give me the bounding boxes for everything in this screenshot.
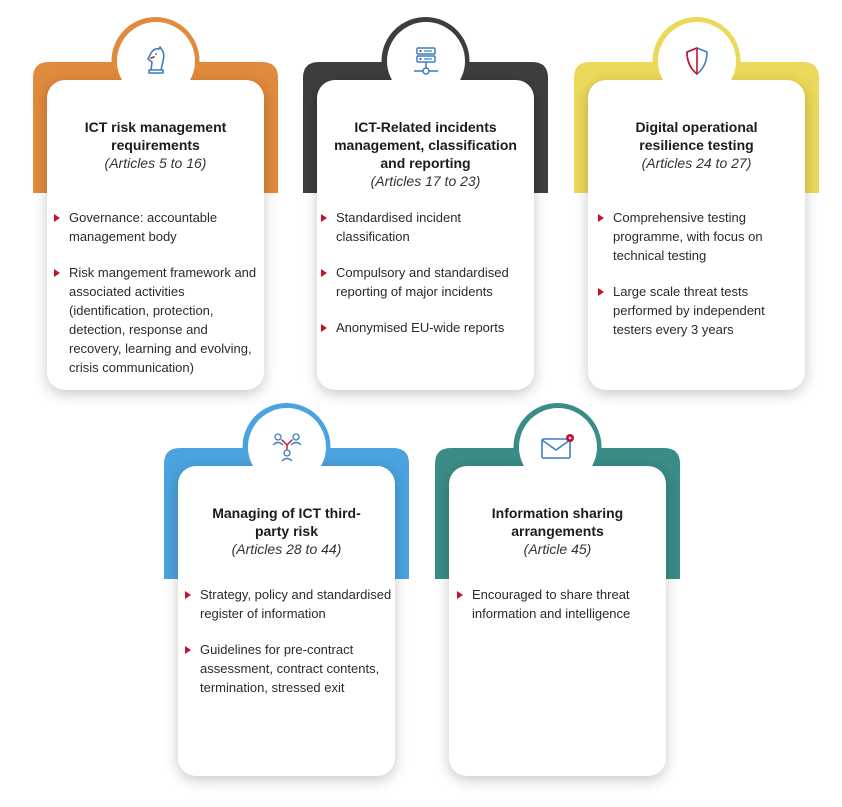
pillar-articles: (Articles 24 to 27) [641,155,752,171]
pillar-articles: (Articles 5 to 16) [104,155,207,171]
pillar-articles: (Articles 17 to 23) [370,173,481,189]
pillar-bullet-list: Strategy, policy and standardised regist… [185,585,395,714]
pillar-card [449,466,666,776]
pillar-title: ICT risk management requirements (Articl… [67,118,244,172]
pillar-title-text: Digital operational resilience testing [635,119,758,153]
people-network-icon [272,433,301,462]
pillar-resilience-testing: Digital operational resilience testing (… [574,17,819,398]
pillar-title: Managing of ICT third-party risk (Articl… [198,504,375,558]
pillar-card [178,466,395,776]
pillar-icon-circle [657,22,736,100]
pillar-title-text: ICT risk management requirements [84,119,227,153]
pillar-title: Information sharing arrangements (Articl… [469,504,646,558]
chess-knight-icon [146,46,165,74]
pillar-ict-risk-management: ICT risk management requirements (Articl… [33,17,278,398]
bullet-item: Governance: accountable management body [54,208,259,246]
bullet-item: Encouraged to share threat information a… [457,585,662,623]
bullet-item: Compulsory and standardised reporting of… [321,263,526,301]
pillar-title-text: ICT-Related incidents management, classi… [334,119,517,171]
pillar-bullet-list: Encouraged to share threat information a… [457,585,662,640]
shield-icon [685,47,708,75]
pillar-bullet-list: Comprehensive testing programme, with fo… [598,208,798,356]
bullet-item: Large scale threat tests performed by in… [598,282,798,339]
pillar-card [317,80,534,390]
pillar-icon-circle [247,408,326,486]
pillar-icon-circle [518,408,597,486]
pillar-icon-circle [116,22,195,100]
pillar-information-sharing: Information sharing arrangements (Articl… [435,403,680,784]
pillar-card [588,80,805,390]
pillar-bullet-list: Standardised incident classification Com… [321,208,526,354]
bullet-item: Risk mangement framework and associated … [54,263,259,377]
envelope-notification-icon [540,434,574,459]
pillar-third-party-risk: Managing of ICT third-party risk (Articl… [164,403,409,784]
pillar-title-text: Information sharing arrangements [491,505,624,539]
bullet-item: Anonymised EU-wide reports [321,318,526,337]
pillar-card [47,80,264,390]
pillar-bullet-list: Governance: accountable management body … [54,208,259,394]
pillar-title: ICT-Related incidents management, classi… [327,118,524,190]
pillar-incident-management: ICT-Related incidents management, classi… [303,17,548,398]
server-network-icon [413,47,438,75]
pillar-icon-circle [386,22,465,100]
pillar-articles: (Articles 28 to 44) [231,541,342,557]
bullet-item: Strategy, policy and standardised regist… [185,585,395,623]
pillar-title: Digital operational resilience testing (… [608,118,785,172]
bullet-item: Guidelines for pre-contract assessment, … [185,640,395,697]
pillar-articles: (Article 45) [523,541,592,557]
bullet-item: Standardised incident classification [321,208,526,246]
bullet-item: Comprehensive testing programme, with fo… [598,208,798,265]
pillar-title-text: Managing of ICT third-party risk [212,505,361,539]
